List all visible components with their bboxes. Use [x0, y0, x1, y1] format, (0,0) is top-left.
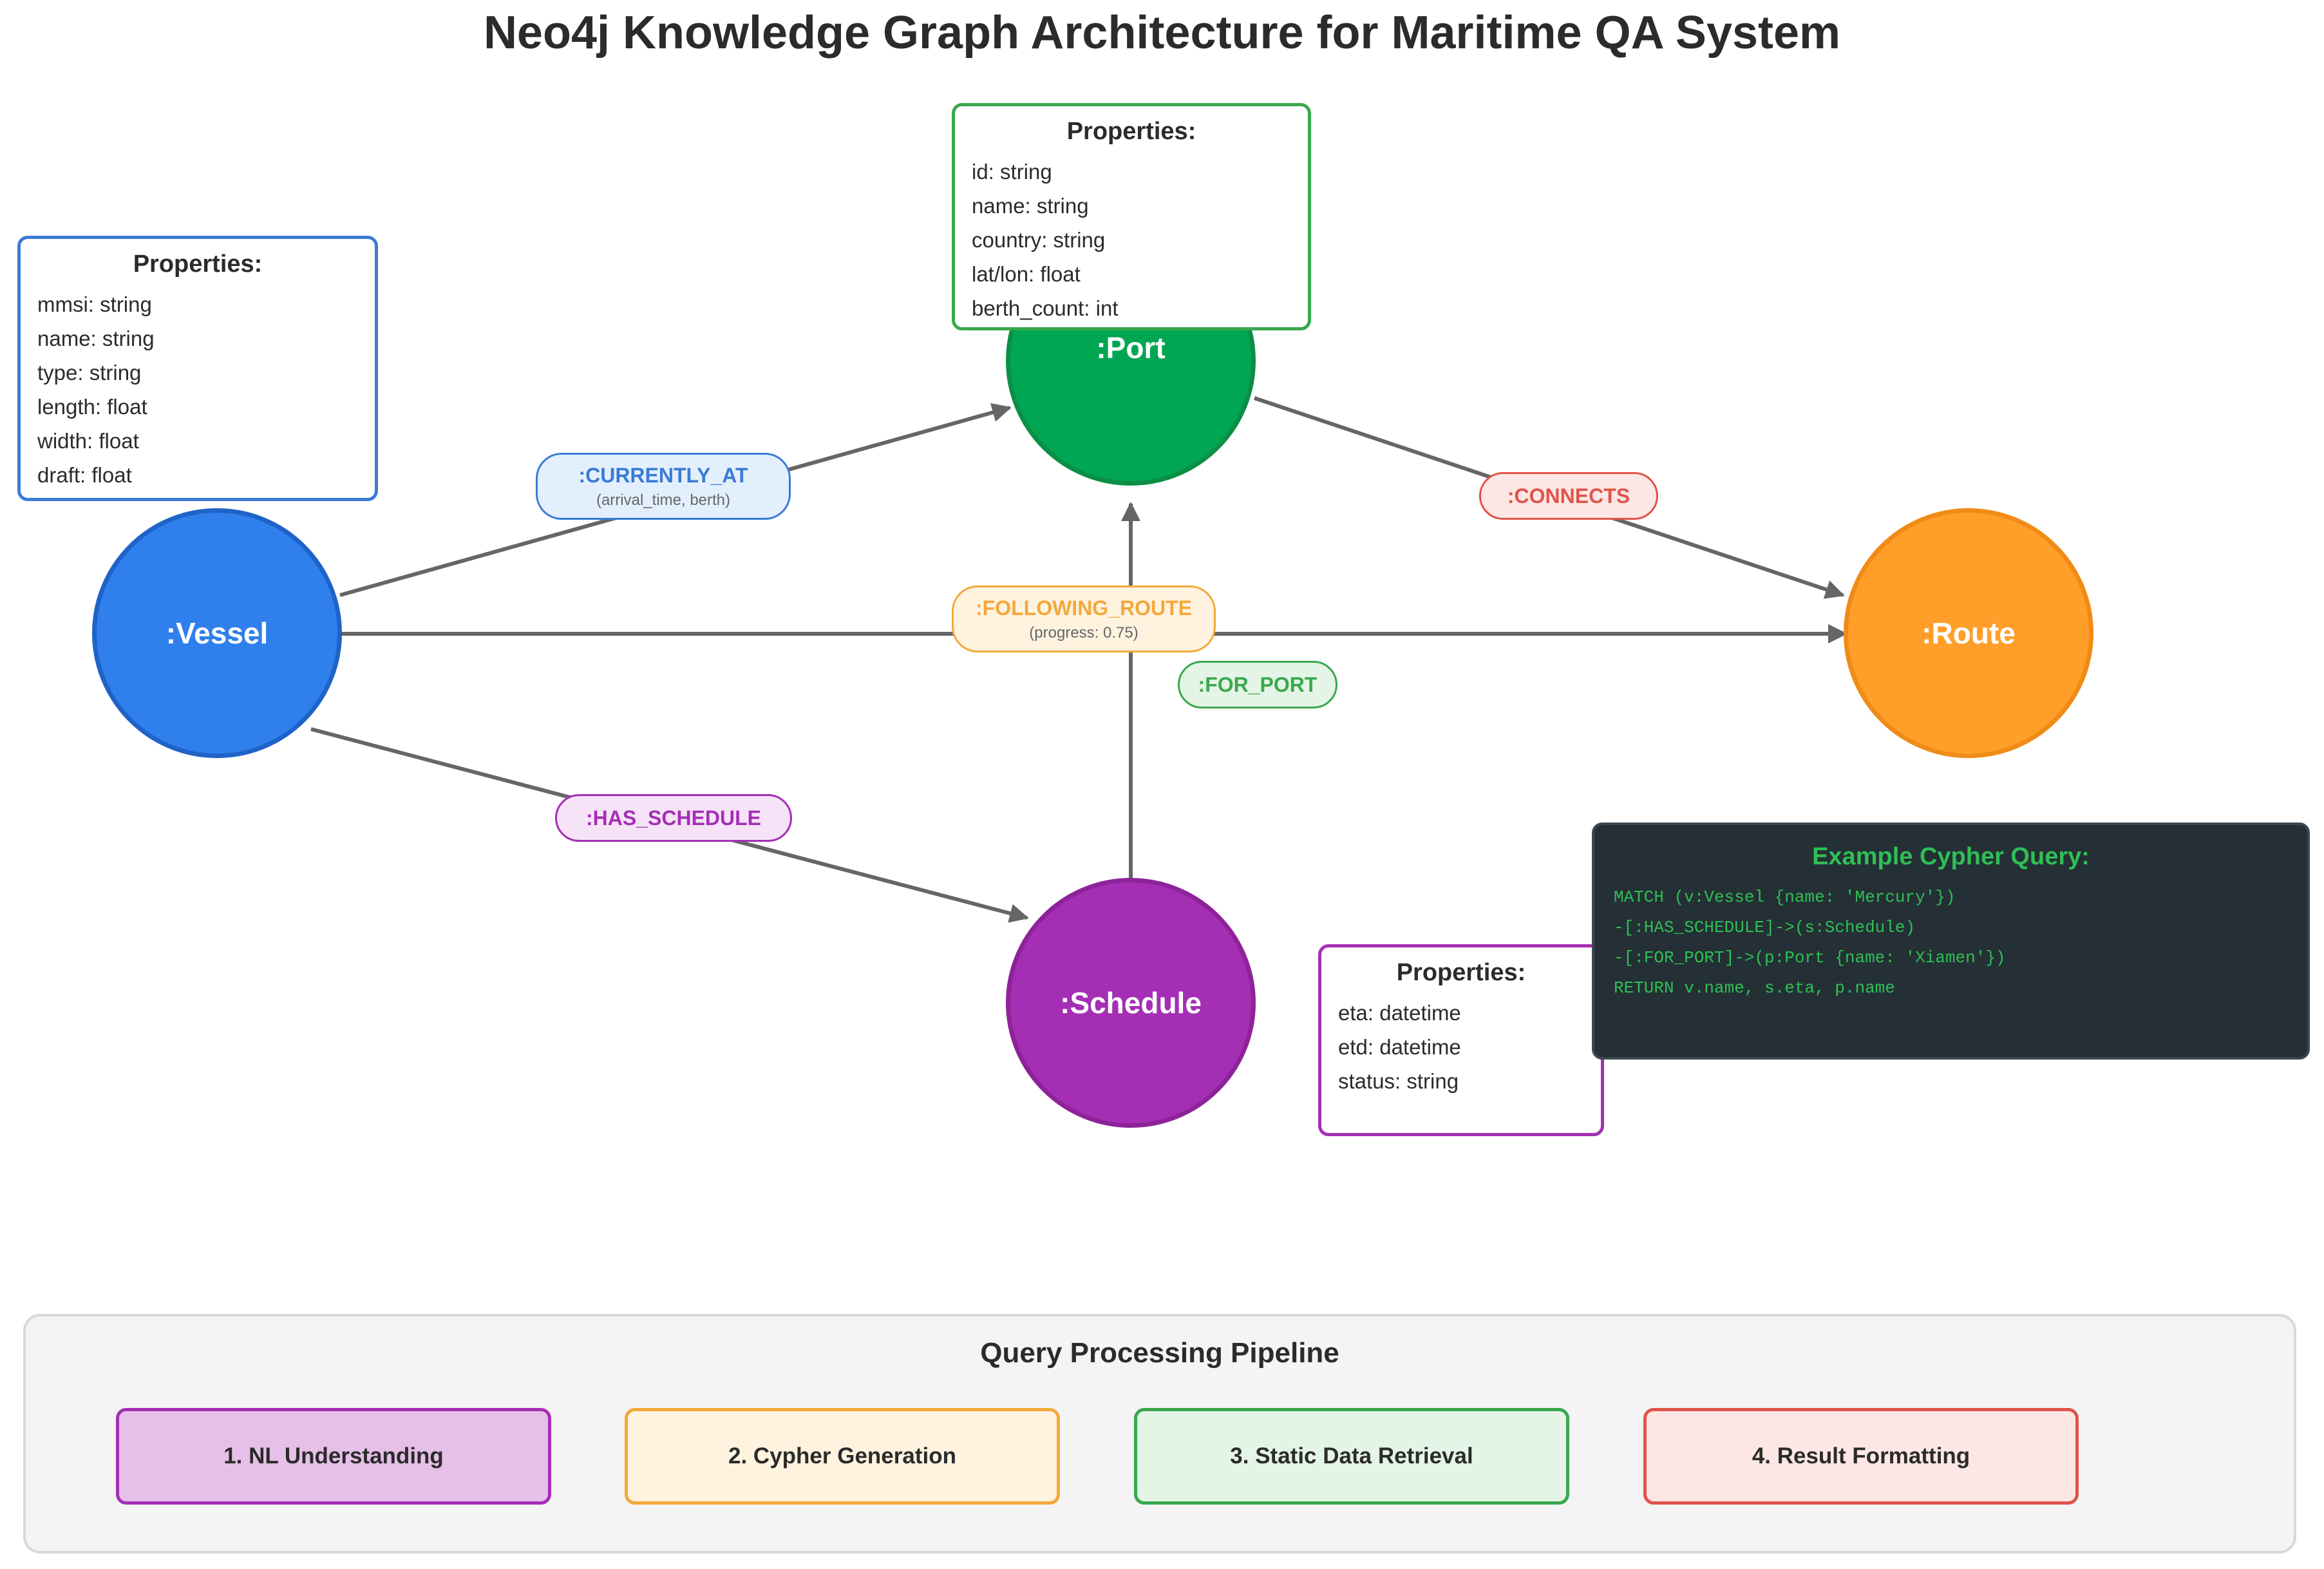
- pipeline-step-nl-understanding: 1. NL Understanding: [116, 1408, 551, 1505]
- node-schedule-label: :Schedule: [1060, 986, 1202, 1020]
- page-title: Neo4j Knowledge Graph Architecture for M…: [483, 7, 1841, 59]
- pipeline-title: Query Processing Pipeline: [980, 1337, 1339, 1369]
- property-item: width: float: [37, 429, 139, 453]
- property-item: eta: datetime: [1338, 1001, 1461, 1025]
- rel-currently-at: :CURRENTLY_AT (arrival_time, berth): [536, 453, 791, 520]
- property-item: lat/lon: float: [972, 262, 1081, 286]
- example-cypher-query: Example Cypher Query: MATCH (v:Vessel {n…: [1592, 823, 2310, 1060]
- node-vessel-label: :Vessel: [165, 616, 269, 650]
- property-item: country: string: [972, 228, 1106, 252]
- property-item: berth_count: int: [972, 296, 1119, 320]
- node-route[interactable]: :Route: [1844, 508, 2093, 758]
- property-item: length: float: [37, 395, 147, 419]
- property-item: status: string: [1338, 1069, 1459, 1093]
- properties-heading: Properties:: [1396, 959, 1526, 986]
- rel-label: :FOR_PORT: [1198, 672, 1318, 696]
- node-route-label: :Route: [1922, 616, 2016, 650]
- cypher-line: RETURN v.name, s.eta, p.name: [1614, 978, 1895, 998]
- property-item: mmsi: string: [37, 292, 152, 316]
- step-label: 4. Result Formatting: [1752, 1443, 1970, 1469]
- property-item: etd: datetime: [1338, 1035, 1461, 1059]
- rel-label: :HAS_SCHEDULE: [585, 806, 762, 830]
- node-schedule[interactable]: :Schedule: [1006, 878, 1256, 1128]
- property-item: draft: float: [37, 463, 132, 487]
- node-vessel[interactable]: :Vessel: [92, 508, 342, 758]
- pipeline-step-result-formatting: 4. Result Formatting: [1643, 1408, 2079, 1505]
- pipeline-step-static-data-retrieval: 3. Static Data Retrieval: [1134, 1408, 1569, 1505]
- properties-heading: Properties:: [1066, 118, 1196, 145]
- step-label: 2. Cypher Generation: [728, 1443, 956, 1469]
- port-properties-box: Properties: id: string name: string coun…: [952, 103, 1311, 330]
- rel-label: :CONNECTS: [1507, 484, 1630, 508]
- rel-props: (arrival_time, berth): [596, 491, 731, 509]
- query-pipeline: Query Processing Pipeline 1. NL Understa…: [23, 1314, 2296, 1554]
- cypher-heading: Example Cypher Query:: [1812, 843, 2090, 870]
- property-item: name: string: [972, 194, 1089, 218]
- rel-for-port: :FOR_PORT: [1178, 661, 1337, 708]
- cypher-line: MATCH (v:Vessel {name: 'Mercury'}): [1614, 888, 1956, 907]
- property-item: type: string: [37, 361, 142, 385]
- rel-following-route: :FOLLOWING_ROUTE (progress: 0.75): [952, 585, 1216, 652]
- vessel-properties-box: Properties: mmsi: string name: string ty…: [17, 236, 378, 501]
- property-item: name: string: [37, 327, 155, 350]
- step-label: 1. NL Understanding: [223, 1443, 444, 1469]
- step-label: 3. Static Data Retrieval: [1230, 1443, 1473, 1469]
- rel-connects: :CONNECTS: [1479, 472, 1658, 520]
- property-item: id: string: [972, 160, 1052, 184]
- rel-label: :FOLLOWING_ROUTE: [976, 596, 1192, 620]
- rel-label: :CURRENTLY_AT: [578, 463, 748, 487]
- cypher-line: -[:FOR_PORT]->(p:Port {name: 'Xiamen'}): [1614, 948, 2006, 967]
- node-port-label: :Port: [1096, 331, 1166, 365]
- schedule-properties-box: Properties: eta: datetime etd: datetime …: [1318, 944, 1604, 1136]
- properties-heading: Properties:: [133, 251, 263, 278]
- cypher-line: -[:HAS_SCHEDULE]->(s:Schedule): [1614, 918, 1916, 937]
- pipeline-step-cypher-generation: 2. Cypher Generation: [625, 1408, 1060, 1505]
- rel-props: (progress: 0.75): [1029, 623, 1138, 642]
- rel-has-schedule: :HAS_SCHEDULE: [555, 794, 792, 842]
